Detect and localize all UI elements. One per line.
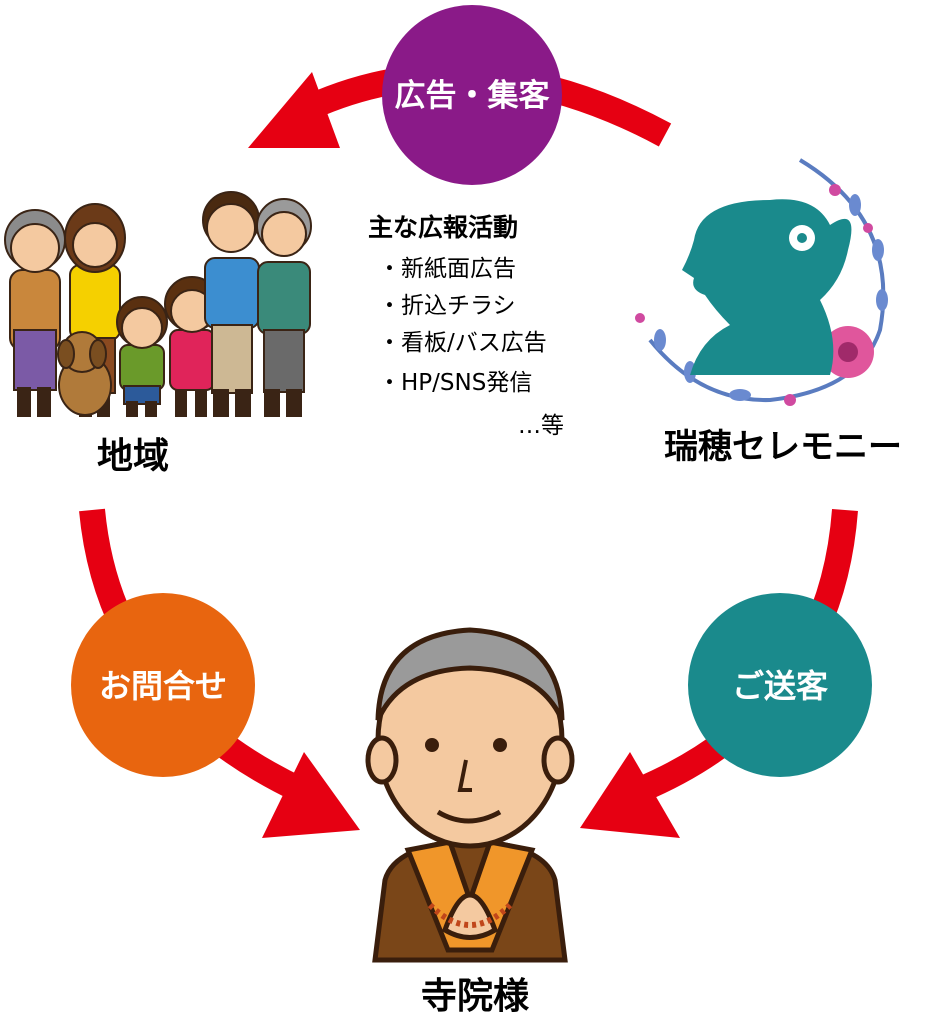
arrow-top-head	[248, 72, 340, 148]
wreath-leaves	[654, 194, 888, 401]
monk-right-eye	[493, 738, 507, 752]
grandfather-figure	[256, 198, 312, 417]
badge-right: ご送客	[688, 593, 872, 777]
woman-silhouette-icon	[682, 199, 852, 375]
monk-left-eye	[425, 738, 439, 752]
activity-item: ・看板/バス広告	[378, 330, 547, 356]
dog-figure	[57, 331, 112, 416]
badge-top-circle	[382, 5, 562, 185]
grandmother-figure	[4, 209, 66, 417]
monk-nose	[457, 759, 472, 792]
activities-list: 主な広報活動 ・新紙面広告 ・折込チラシ ・看板/バス広告 ・HP/SNS発信 …	[368, 213, 564, 439]
monk-collar	[404, 839, 536, 953]
badge-right-circle	[688, 593, 872, 777]
prayer-beads	[427, 902, 513, 928]
monk-hair	[375, 627, 565, 722]
activity-item: ・折込チラシ	[378, 293, 516, 319]
community-label: 地域	[97, 436, 169, 477]
badge-left-circle	[71, 593, 255, 777]
wreath-flowers	[635, 184, 873, 406]
father-figure	[202, 191, 260, 417]
monk-right-ear	[541, 735, 575, 785]
company-label: 瑞穂セレモニー	[664, 427, 902, 467]
dahlia-center	[838, 342, 858, 362]
monk-illustration	[365, 627, 575, 963]
activities-etc: …等	[518, 413, 564, 439]
company-logo	[635, 158, 888, 406]
badge-top: 広告・集客	[382, 5, 562, 185]
arrow-right-head	[580, 752, 680, 838]
monk-hands	[441, 892, 499, 940]
boy-figure	[116, 296, 168, 417]
activity-item: ・新紙面広告	[378, 256, 516, 282]
badge-left: お問合せ	[71, 593, 255, 777]
badge-right-label: ご送客	[732, 667, 828, 705]
hair-flower-center	[797, 233, 807, 243]
monk-left-ear	[365, 735, 399, 785]
arrow-left-head	[262, 752, 360, 838]
badge-top-label: 広告・集客	[395, 78, 550, 114]
badge-left-label: お問合せ	[99, 667, 227, 705]
family-illustration	[4, 191, 312, 417]
activities-heading: 主な広報活動	[368, 213, 518, 242]
activity-item: ・HP/SNS発信	[378, 370, 532, 396]
monk-smile	[436, 809, 502, 824]
temple-label: 寺院様	[421, 976, 530, 1017]
